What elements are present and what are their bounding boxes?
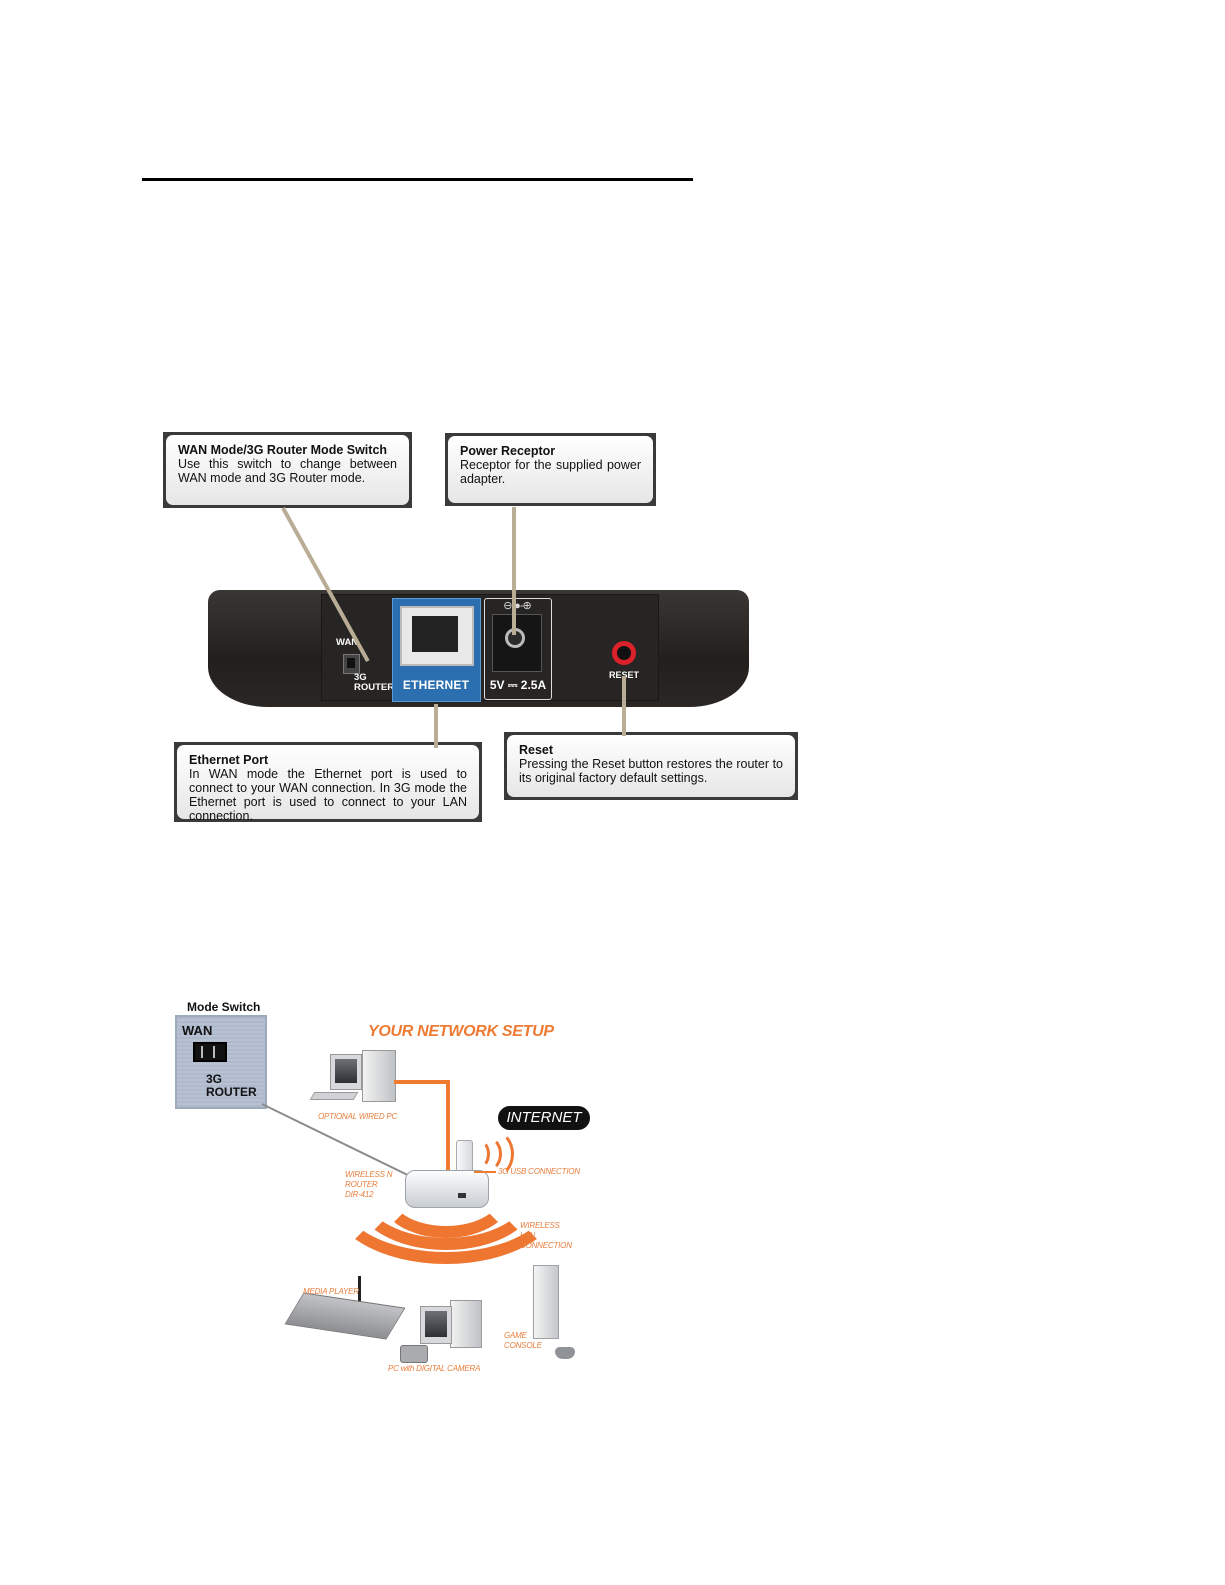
callout-reset: Reset Pressing the Reset button restores… — [504, 732, 798, 800]
callout-text: Receptor for the supplied power adapter. — [460, 458, 641, 486]
media-player-label: MEDIA PLAYER — [303, 1287, 359, 1297]
mode-switch-3g-label: 3G ROUTER — [206, 1073, 262, 1099]
mode-switch-icon — [193, 1042, 227, 1062]
router-3g-switch-label: 3G ROUTER — [354, 673, 394, 693]
power-rating-label: 5V ⎓ 2.5A — [484, 678, 552, 693]
wireless-lan-label: WIRELESS LAN CONNECTION — [520, 1221, 575, 1251]
network-setup-title: YOUR NETWORK SETUP — [368, 1023, 554, 1041]
ethernet-cable — [394, 1080, 448, 1084]
wired-pc-keyboard — [310, 1092, 359, 1100]
leader-line-reset — [622, 676, 626, 736]
callout-ethernet-port: Ethernet Port In WAN mode the Ethernet p… — [174, 742, 482, 822]
pc-monitor — [420, 1306, 452, 1344]
optional-wired-pc-label: OPTIONAL WIRED PC — [318, 1112, 397, 1122]
callout-text: Use this switch to change between WAN mo… — [178, 457, 397, 485]
callout-title: Power Receptor — [460, 444, 641, 458]
callout-text: Pressing the Reset button restores the r… — [519, 757, 783, 785]
mode-switch[interactable] — [343, 654, 360, 674]
ethernet-label: ETHERNET — [392, 678, 480, 692]
game-console-label: GAME CONSOLE — [504, 1331, 544, 1351]
power-polarity-icon: ⊖-●-⊕ — [486, 599, 548, 612]
reset-button[interactable] — [612, 641, 636, 665]
internet-badge: INTERNET — [498, 1106, 590, 1130]
callout-text: In WAN mode the Ethernet port is used to… — [189, 767, 467, 823]
game-console-icon — [533, 1265, 559, 1339]
game-controller-icon — [555, 1347, 575, 1359]
leader-line-power — [512, 507, 516, 635]
digital-camera-icon — [400, 1345, 428, 1363]
callout-power-receptor: Power Receptor Receptor for the supplied… — [445, 433, 656, 506]
mode-switch-wan-label: WAN — [182, 1023, 212, 1038]
callout-title: Ethernet Port — [189, 753, 467, 767]
media-player-icon — [284, 1293, 405, 1340]
callout-title: WAN Mode/3G Router Mode Switch — [178, 443, 397, 457]
wired-pc-monitor — [330, 1054, 362, 1090]
ethernet-port[interactable] — [400, 606, 474, 666]
pc-camera-label: PC with DIGITAL CAMERA — [388, 1364, 480, 1374]
pc-tower — [450, 1300, 482, 1348]
mode-switch-title: Mode Switch — [187, 1000, 260, 1014]
leader-line-ethernet — [434, 704, 438, 748]
callout-title: Reset — [519, 743, 783, 757]
section-rule — [142, 178, 693, 181]
callout-mode-switch: WAN Mode/3G Router Mode Switch Use this … — [163, 432, 412, 508]
wired-pc-tower — [362, 1050, 396, 1102]
